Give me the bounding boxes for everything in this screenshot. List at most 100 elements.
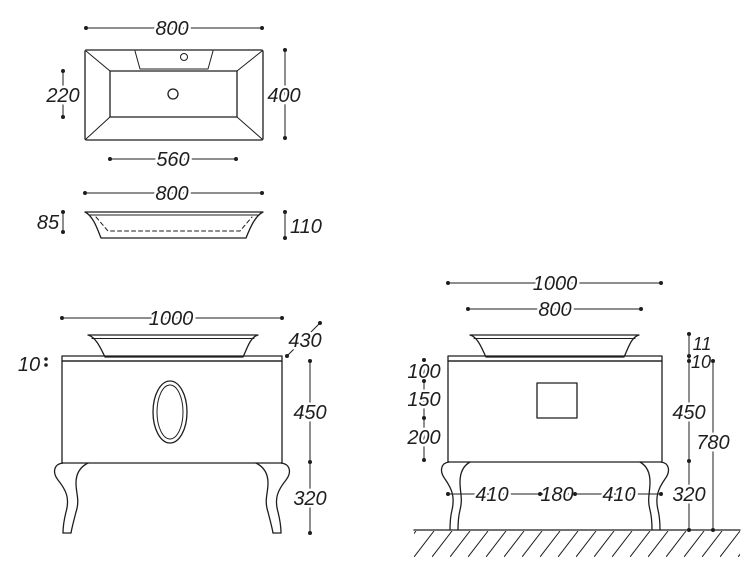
faucet-deck bbox=[134, 50, 214, 70]
dimension-front-width: 1000 bbox=[60, 306, 284, 333]
dimension-dot bbox=[84, 26, 88, 30]
dimension-label-basin-width: 560 bbox=[156, 149, 189, 171]
cabinet-body bbox=[447, 360, 663, 463]
left-leg bbox=[440, 461, 471, 531]
dimension-dot bbox=[83, 191, 87, 195]
dimension-dot bbox=[285, 354, 289, 358]
oval-ornament bbox=[152, 380, 188, 444]
dimension-dot bbox=[687, 528, 691, 532]
dimension-basin-height: 85 bbox=[37, 210, 65, 234]
leg-inner-edge bbox=[70, 462, 89, 534]
dimension-dot bbox=[422, 358, 426, 362]
dimension-dot bbox=[283, 48, 287, 52]
sink-profile bbox=[84, 211, 264, 239]
dimension-label-basin-height: 85 bbox=[37, 212, 60, 234]
dimension-label-sink-rim: 11 bbox=[693, 334, 712, 354]
dimension-front-heights: 450 320 bbox=[291, 359, 329, 535]
dimension-dot bbox=[260, 191, 264, 195]
dimension-dot bbox=[711, 528, 715, 532]
dimension-dot bbox=[446, 492, 450, 496]
dimension-label-spacing: 180 bbox=[540, 484, 573, 506]
dimension-basin-depth: 220 bbox=[43, 69, 82, 119]
dimension-dot bbox=[466, 307, 470, 311]
dimension-line bbox=[286, 322, 321, 357]
cabinet-body bbox=[61, 360, 283, 464]
dimension-dot bbox=[108, 157, 112, 161]
dimension-dot bbox=[283, 210, 287, 214]
dimension-dot bbox=[422, 379, 426, 383]
basin-outline bbox=[109, 70, 238, 118]
dimension-label-cabinet-height: 450 bbox=[672, 402, 705, 424]
dimension-dot bbox=[659, 281, 663, 285]
dimension-label-top-thickness: 10 bbox=[18, 354, 40, 376]
dimension-side-width: 1000 bbox=[446, 271, 663, 298]
leg-outer-edge bbox=[53, 462, 69, 534]
dimension-dot bbox=[318, 321, 322, 325]
dimension-dot bbox=[234, 157, 238, 161]
dimension-dot bbox=[61, 230, 65, 234]
cabinet-front-view: 1000 430 10 450 320 bbox=[18, 306, 329, 535]
dimension-label-total-height: 780 bbox=[696, 432, 729, 454]
leg-inner-edge bbox=[255, 462, 274, 534]
sink-bowl bbox=[469, 334, 640, 358]
dimension-total-height: 780 bbox=[694, 359, 732, 532]
ground bbox=[413, 529, 741, 557]
oval-ornament-inner bbox=[156, 384, 184, 440]
dimension-sink-width: 800 bbox=[466, 297, 643, 324]
dimension-label-leg-height: 320 bbox=[672, 484, 705, 506]
dimension-label-cabinet-height: 450 bbox=[293, 402, 326, 424]
dimension-dot bbox=[61, 115, 65, 119]
dimension-dot bbox=[573, 492, 577, 496]
basin-corner-edges bbox=[85, 50, 263, 140]
dimension-dot bbox=[422, 458, 426, 462]
dimension-dot bbox=[308, 359, 312, 363]
dimension-label-front-width: 1000 bbox=[149, 308, 194, 330]
dimension-section-width: 800 bbox=[83, 181, 264, 208]
dimension-dot bbox=[687, 332, 691, 336]
dimension-label-basin-depth: 220 bbox=[45, 85, 79, 107]
dimension-dot bbox=[538, 492, 542, 496]
dimension-dot bbox=[61, 69, 65, 73]
basin-hidden-line bbox=[95, 216, 253, 232]
dimension-vertical-segments: 100 150 200 bbox=[404, 358, 443, 462]
dimension-dot bbox=[711, 359, 715, 363]
drain-hole bbox=[167, 88, 179, 100]
dimension-dot bbox=[659, 492, 663, 496]
dimension-dot bbox=[687, 459, 691, 463]
dimension-label-spacing: 410 bbox=[602, 484, 635, 506]
dimension-label-side-width: 1000 bbox=[533, 273, 578, 295]
dimension-top-depth: 400 bbox=[265, 48, 303, 140]
leg-outer-edge bbox=[656, 461, 670, 531]
dimension-label-spacing: 410 bbox=[475, 484, 508, 506]
dimension-dot bbox=[44, 357, 48, 361]
dimension-dot bbox=[61, 210, 65, 214]
dimension-label-sink-width: 800 bbox=[538, 299, 571, 321]
dimension-label-sink-height: 110 bbox=[290, 216, 322, 238]
right-leg bbox=[639, 461, 670, 531]
dimension-label-segment: 150 bbox=[407, 389, 440, 411]
dimension-dot bbox=[308, 460, 312, 464]
leg-inner-edge bbox=[639, 461, 653, 531]
ground-hatch bbox=[414, 531, 740, 557]
dimension-sink-height: 110 bbox=[283, 210, 322, 240]
dimension-label-front-depth: 430 bbox=[288, 330, 321, 352]
leg-inner-edge bbox=[457, 461, 471, 531]
dimension-label-segment: 200 bbox=[406, 427, 440, 449]
dimension-dot bbox=[260, 26, 264, 30]
dimension-dot bbox=[60, 316, 64, 320]
dimension-side-heights: 11 10 450 320 bbox=[670, 332, 712, 532]
dimension-dot bbox=[422, 416, 426, 420]
dimension-label-top-depth: 400 bbox=[267, 85, 300, 107]
leg-outer-edge bbox=[275, 462, 291, 534]
dimension-dot bbox=[446, 281, 450, 285]
dimension-label-top-width: 800 bbox=[155, 18, 188, 40]
dimension-top-width: 800 bbox=[84, 16, 264, 43]
dimension-basin-width: 560 bbox=[108, 147, 238, 174]
dimension-dot bbox=[44, 363, 48, 367]
dimension-dot bbox=[308, 531, 312, 535]
sink-section-view: 800 85 110 bbox=[37, 181, 322, 240]
dimension-top-thickness: 10 bbox=[18, 354, 48, 376]
dimension-dot bbox=[639, 307, 643, 311]
hatched-panel bbox=[536, 382, 578, 419]
